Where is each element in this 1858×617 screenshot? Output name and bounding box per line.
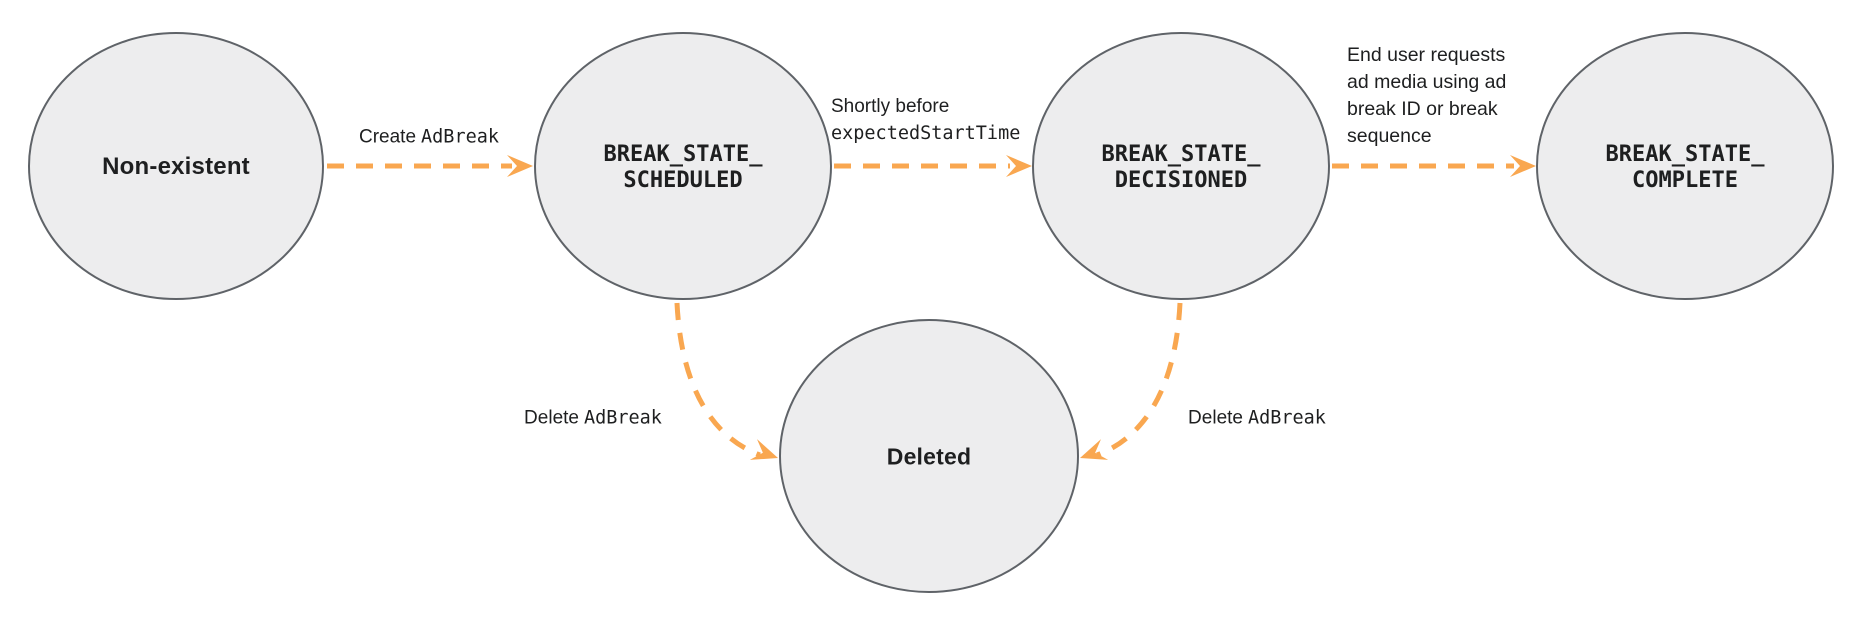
node-break-state-decisioned xyxy=(1032,32,1330,300)
arrowhead-icon xyxy=(749,439,778,460)
node-non-existent xyxy=(28,32,324,300)
arrowhead-icon xyxy=(1080,439,1109,460)
edge-label-code: expectedStartTime xyxy=(831,123,1021,144)
edge-label-text: Shortly before xyxy=(831,96,950,117)
node-label-non-existent: Non-existent xyxy=(102,153,250,180)
node-label-break-state-scheduled: BREAK_STATE_ SCHEDULED xyxy=(603,142,763,193)
node-label-break-state-complete: BREAK_STATE_ COMPLETE xyxy=(1605,142,1765,193)
edge-label-end-user-requests: End user requests ad media using ad brea… xyxy=(1347,44,1507,147)
edge-label-text: Delete xyxy=(1188,407,1243,429)
node-label-deleted: Deleted xyxy=(886,443,972,470)
edge-delete-left-curve xyxy=(674,302,761,458)
node-break-state-scheduled xyxy=(534,32,832,300)
edge-label-code: AdBreak xyxy=(421,126,499,148)
edge-label-text: Create xyxy=(359,126,417,148)
edge-label-code: AdBreak xyxy=(1247,407,1326,429)
edge-label-shortly-before: Shortly before expectedStartTime xyxy=(831,93,1020,147)
arrowhead-icon xyxy=(1006,155,1032,177)
node-break-state-complete xyxy=(1536,32,1834,300)
arrowhead-icon xyxy=(507,155,533,177)
edge-label-text: Delete xyxy=(524,407,579,429)
node-deleted xyxy=(779,319,1079,593)
node-label-break-state-decisioned: BREAK_STATE_ DECISIONED xyxy=(1101,142,1261,193)
edge-label-code: AdBreak xyxy=(583,407,662,429)
edge-delete-right-curve xyxy=(1096,302,1183,458)
arrowhead-icon xyxy=(1510,155,1536,177)
